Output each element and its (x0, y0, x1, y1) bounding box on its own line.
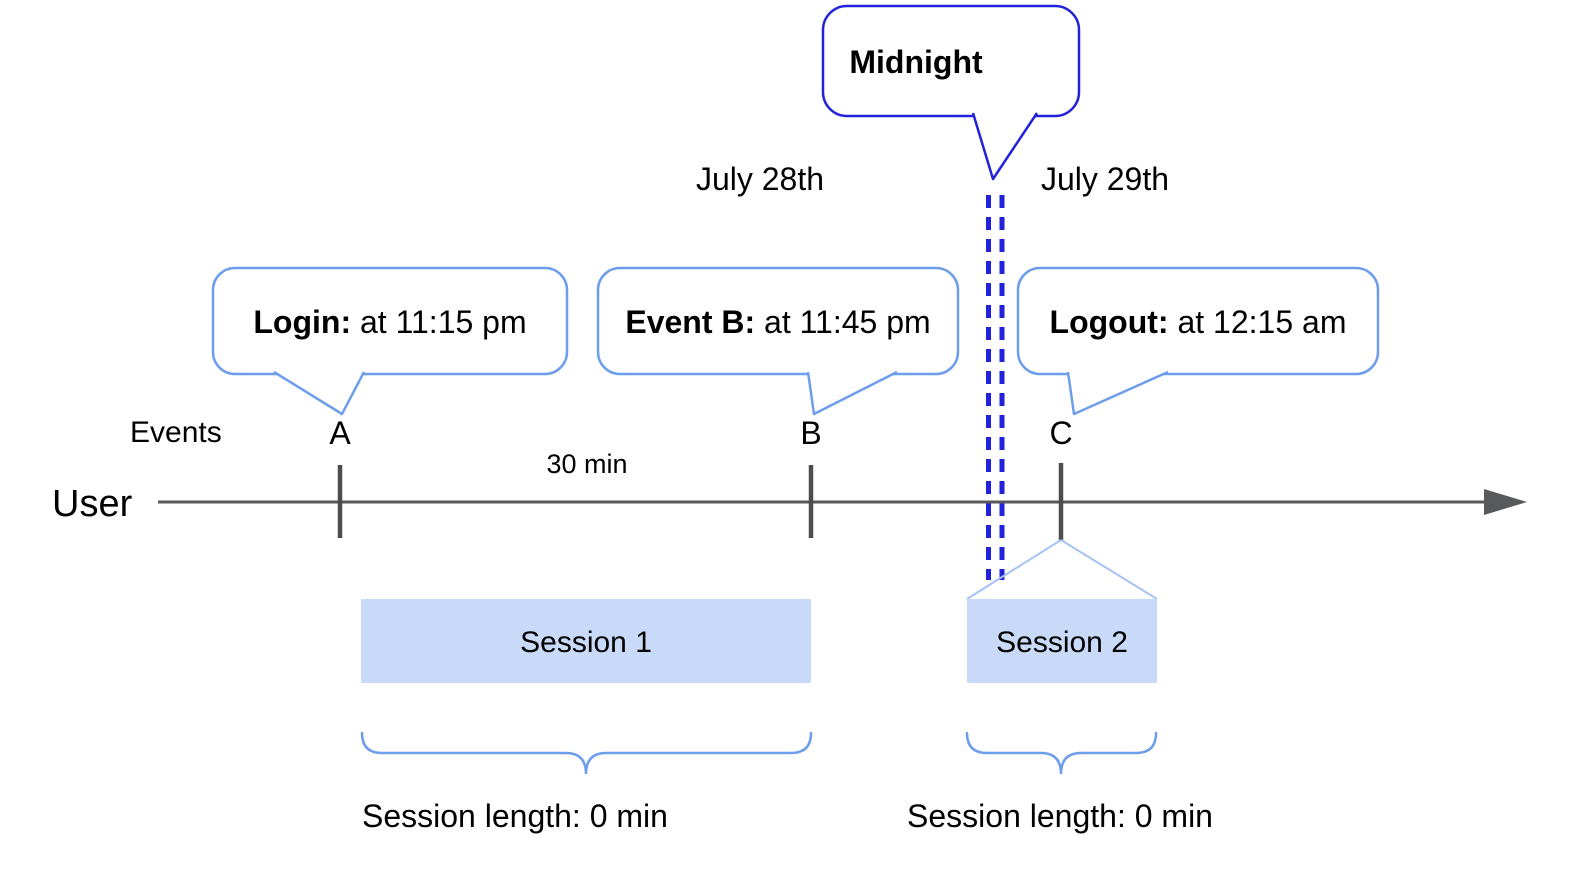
login-label-rest: at 11:15 pm (351, 304, 527, 340)
timeline (158, 463, 1527, 540)
login-label: Login: at 11:15 pm (253, 304, 526, 340)
date-label-july-29: July 29th (1041, 161, 1169, 197)
midnight-boundary-dashed-lines (986, 195, 1005, 580)
session-2-brace (965, 731, 1158, 775)
timeline-arrowhead-icon (1484, 489, 1527, 515)
login-callout-bubble (211, 266, 569, 376)
logout-callout-tail (1066, 370, 1169, 416)
event-b-label-rest: at 11:45 pm (755, 304, 931, 340)
logout-callout-bubble (1016, 266, 1380, 376)
logout-label-bold: Logout: (1050, 304, 1169, 340)
connector-left-line (966, 539, 1062, 600)
session-2-rect (967, 599, 1157, 683)
interval-label: 30 min (546, 449, 627, 479)
session-2-label: Session 2 (996, 626, 1128, 659)
session-1-box: Session 1 (361, 599, 811, 683)
user-row-label: User (52, 483, 133, 525)
event-b-label-bold: Event B: (625, 304, 755, 340)
session-1-brace (360, 731, 813, 775)
connector-right-line (1060, 539, 1158, 600)
midnight-callout: Midnight (821, 4, 1081, 181)
events-row-label: Events (130, 416, 222, 449)
midnight-callout-bubble (821, 4, 1081, 118)
event-b-callout-bubble (596, 266, 960, 376)
logout-callout: Logout: at 12:15 am (1016, 266, 1380, 416)
event-mark-a: A (329, 415, 351, 451)
session-2-length-label: Session length: 0 min (907, 798, 1213, 834)
event-b-callout: Event B: at 11:45 pm (596, 266, 960, 416)
logout-label: Logout: at 12:15 am (1050, 304, 1347, 340)
session-1-label: Session 1 (520, 626, 652, 659)
session-2-connector (966, 539, 1158, 600)
login-callout: Login: at 11:15 pm (211, 266, 569, 416)
midnight-label: Midnight (849, 44, 983, 80)
session-1-rect (361, 599, 811, 683)
event-mark-b: B (800, 415, 821, 451)
logout-label-rest: at 12:15 am (1169, 304, 1347, 340)
login-callout-tail (273, 370, 366, 416)
event-mark-c: C (1049, 415, 1072, 451)
session-2-box: Session 2 (967, 599, 1157, 683)
login-label-bold: Login: (253, 304, 351, 340)
event-b-label: Event B: at 11:45 pm (625, 304, 930, 340)
event-b-callout-tail (806, 370, 898, 416)
date-label-july-28: July 28th (696, 161, 824, 197)
midnight-callout-tail (971, 112, 1039, 181)
session-1-length-label: Session length: 0 min (362, 798, 668, 834)
